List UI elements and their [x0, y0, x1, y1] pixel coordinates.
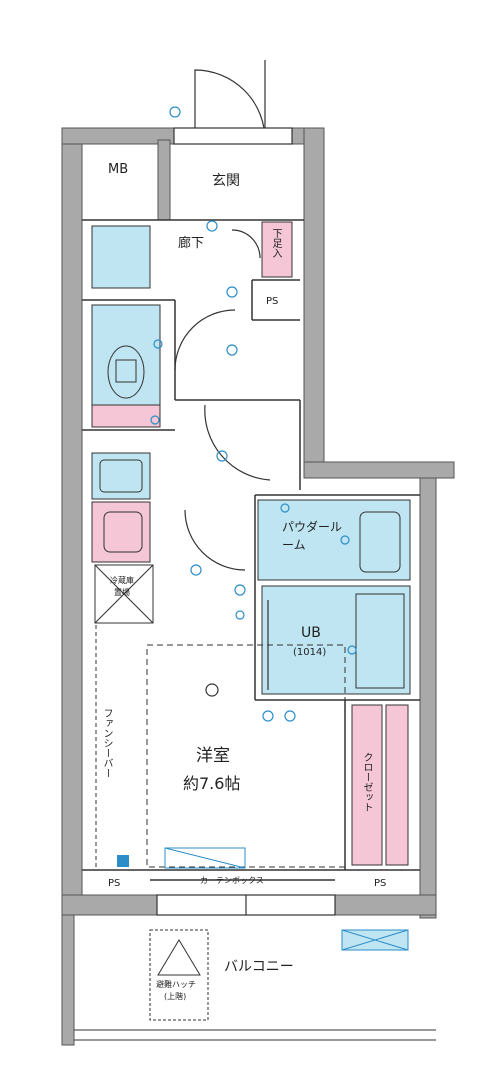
storage-cabinet-fill — [91, 225, 151, 289]
fridge-label: 冷蔵庫 — [110, 576, 134, 585]
doors — [174, 60, 271, 690]
closet-fill-2 — [385, 704, 409, 866]
wall-left-outer — [61, 127, 83, 914]
toilet-room-fill — [91, 304, 161, 406]
unit-bath-fill — [261, 585, 411, 695]
outlet-icon — [280, 503, 290, 513]
light-icon — [190, 564, 202, 576]
wall-right-lower — [419, 477, 437, 919]
wall-bottom-left — [61, 894, 158, 916]
toilet-tank — [115, 359, 137, 383]
evacuation-hatch-sublabel: (上階) — [164, 992, 187, 1001]
tub-outline — [355, 593, 405, 689]
powder-room-fill — [257, 499, 411, 581]
light-icon — [206, 220, 218, 232]
air-conditioner — [164, 847, 246, 869]
light-icon — [226, 286, 238, 298]
entrance-label: 玄関 — [212, 173, 240, 189]
kitchen-door-arc — [184, 509, 246, 571]
wall-bottom-right — [334, 894, 437, 916]
ub-size-label: (1014) — [293, 647, 327, 658]
curtain-box-label: カーテンボックス — [200, 876, 264, 885]
outlet-icon — [150, 415, 160, 425]
powder-room-label: パウダールーム — [282, 520, 343, 552]
shoe-closet-label: 下足入 — [270, 228, 281, 258]
outlet-icon — [169, 106, 181, 118]
washer-drum — [99, 459, 143, 493]
evacuation-hatch-label: 避難ハッチ — [156, 980, 196, 989]
ceiling-light-icon — [205, 683, 219, 697]
western-room-label: 洋室 — [196, 746, 230, 766]
electrical-icons — [150, 106, 357, 722]
ps-upper-label: PS — [266, 296, 279, 307]
ps-right-label: PS — [374, 878, 387, 889]
wall-balcony-left — [61, 914, 75, 1046]
wall-top-left — [61, 127, 175, 145]
wall-mb-side — [157, 139, 171, 221]
room-door-arc — [204, 404, 271, 481]
outlet-icon — [235, 610, 245, 620]
evacuation-hatch-triangle — [157, 939, 201, 976]
shoe-closet-fill — [261, 221, 293, 278]
balcony-label: バルコニー — [224, 959, 294, 975]
partitions — [82, 219, 420, 881]
wall-step — [303, 461, 455, 479]
walls — [61, 127, 455, 1046]
fridge-box — [94, 564, 154, 624]
fan-cover-label: ファンシーバー — [101, 708, 112, 778]
front-window — [173, 127, 293, 145]
ub-label: UB — [301, 625, 321, 641]
wall-right-upper — [303, 127, 325, 474]
toilet-shelf-fill — [91, 404, 161, 428]
closet-fill — [351, 704, 383, 866]
light-icon — [226, 344, 238, 356]
shoe-door-arc — [231, 229, 261, 259]
outlet-icon — [262, 710, 274, 722]
outlet-icon — [284, 710, 296, 722]
western-room-size: 約7.6帖 — [183, 774, 241, 793]
toilet-icon — [107, 345, 145, 399]
front-door-arc — [194, 69, 266, 141]
balcony-railing — [74, 1029, 436, 1041]
light-icon — [216, 450, 228, 462]
light-icon — [234, 584, 246, 596]
kitchen-sink — [103, 511, 143, 553]
outlet-icon — [153, 339, 163, 349]
outlet-icon — [340, 535, 350, 545]
closet-label: クローゼット — [361, 752, 372, 812]
fridge-sublabel: 置場 — [114, 588, 130, 597]
windows — [156, 127, 336, 916]
monitor-icon — [117, 855, 129, 867]
ps-left-label: PS — [108, 878, 121, 889]
vanity-sink — [359, 511, 401, 573]
mb-label: MB — [108, 162, 129, 177]
evacuation-hatch-box — [149, 929, 209, 1021]
hallway-label: 廊下 — [178, 236, 205, 251]
hall-door-arc — [174, 309, 236, 371]
kitchen-pink-fill — [91, 501, 151, 563]
outlet-icon — [347, 645, 357, 655]
